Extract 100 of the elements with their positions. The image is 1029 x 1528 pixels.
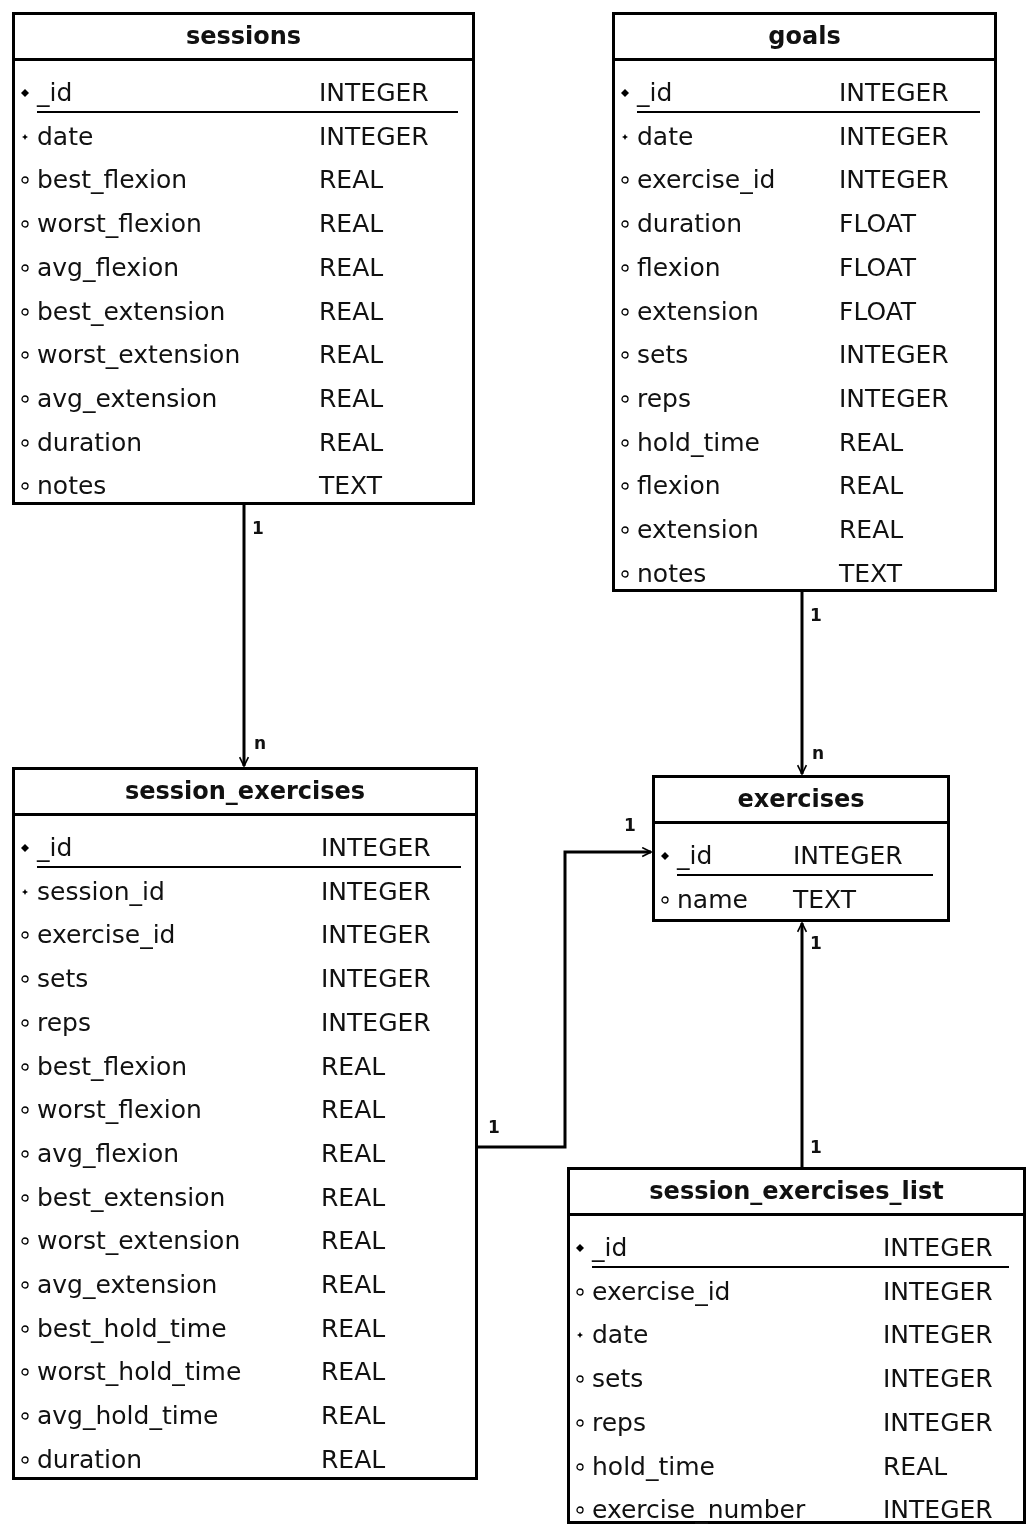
- column-type: INTEGER: [321, 919, 431, 952]
- column-name: worst_extension: [37, 339, 241, 372]
- column-name: date: [637, 120, 694, 153]
- column-type: REAL: [321, 1181, 386, 1214]
- column-name: _id: [677, 840, 713, 872]
- column-name: date: [592, 1319, 649, 1352]
- table-name: session_exercises: [123, 776, 367, 807]
- column-type: INTEGER: [839, 77, 949, 109]
- column-name: avg_extension: [37, 382, 218, 415]
- relationship-arrow: [796, 592, 808, 775]
- multiplicity-label: 1: [624, 815, 636, 835]
- column-type: INTEGER: [839, 164, 949, 197]
- column-name: worst_flexion: [37, 208, 202, 241]
- column-name: session_id: [37, 875, 165, 908]
- relationship-arrow: [478, 846, 652, 1149]
- column-type: REAL: [321, 1225, 386, 1258]
- column-name: date: [37, 120, 94, 153]
- column-name: sets: [637, 339, 689, 372]
- column-type: INTEGER: [839, 382, 949, 415]
- column-type: INTEGER: [883, 1406, 993, 1439]
- column-name: sets: [37, 963, 89, 996]
- column-name: avg_flexion: [37, 1137, 180, 1170]
- column-type: REAL: [319, 208, 384, 241]
- column-name: reps: [637, 382, 691, 415]
- column-type: REAL: [839, 470, 904, 503]
- column-type: INTEGER: [883, 1232, 993, 1264]
- multiplicity-label: 1: [810, 605, 822, 625]
- column-type: REAL: [321, 1312, 386, 1345]
- column-name: best_flexion: [37, 1050, 188, 1083]
- column-type: INTEGER: [883, 1319, 993, 1352]
- column-type: INTEGER: [321, 875, 431, 908]
- column-type: TEXT: [793, 883, 857, 916]
- multiplicity-label: 1: [810, 933, 822, 953]
- entity-table: [612, 12, 997, 592]
- column-type: FLOAT: [839, 251, 917, 284]
- relationship-arrow: [238, 505, 250, 767]
- column-name: best_flexion: [37, 164, 188, 197]
- table-name: goals: [767, 21, 842, 52]
- column-type: REAL: [319, 164, 384, 197]
- column-type: REAL: [839, 514, 904, 546]
- table-name: session_exercises_list: [648, 1176, 945, 1207]
- column-name: flexion: [637, 470, 721, 503]
- column-name: best_extension: [37, 295, 226, 328]
- column-name: _id: [37, 77, 73, 109]
- column-type: REAL: [321, 1443, 386, 1476]
- column-name: exercise_id: [592, 1275, 731, 1308]
- entity-table: [652, 775, 950, 922]
- column-name: avg_extension: [37, 1269, 218, 1301]
- multiplicity-label: n: [812, 743, 825, 763]
- column-name: avg_hold_time: [37, 1400, 219, 1433]
- column-type: REAL: [883, 1450, 948, 1483]
- column-name: worst_extension: [37, 1225, 241, 1258]
- column-name: worst_flexion: [37, 1094, 202, 1127]
- column-type: INTEGER: [883, 1494, 993, 1527]
- column-type: REAL: [321, 1094, 386, 1127]
- column-name: _id: [592, 1232, 628, 1264]
- column-name: duration: [37, 426, 143, 459]
- column-name: exercise_id: [37, 919, 176, 952]
- column-name: sets: [592, 1363, 644, 1396]
- multiplicity-label: n: [254, 733, 267, 753]
- column-type: FLOAT: [839, 295, 917, 328]
- entity-table: [12, 767, 478, 1480]
- column-type: REAL: [321, 1356, 386, 1389]
- column-type: REAL: [321, 1269, 386, 1301]
- column-type: INTEGER: [319, 77, 429, 109]
- table-name: sessions: [184, 21, 303, 52]
- column-name: _id: [37, 832, 73, 864]
- column-type: INTEGER: [839, 339, 949, 372]
- column-name: reps: [37, 1006, 91, 1039]
- column-name: name: [677, 883, 748, 916]
- multiplicity-label: 1: [810, 1137, 822, 1157]
- entity-table: [12, 12, 475, 505]
- column-type: INTEGER: [793, 840, 903, 872]
- column-name: reps: [592, 1406, 646, 1439]
- column-type: INTEGER: [839, 120, 949, 153]
- relationship-arrow: [796, 922, 808, 1167]
- column-type: INTEGER: [321, 963, 431, 996]
- column-type: FLOAT: [839, 208, 917, 241]
- column-name: exercise_number: [592, 1494, 806, 1527]
- column-name: notes: [637, 557, 707, 590]
- column-type: REAL: [319, 251, 384, 284]
- column-type: INTEGER: [883, 1363, 993, 1396]
- column-type: INTEGER: [883, 1275, 993, 1308]
- column-type: REAL: [839, 426, 904, 459]
- entity-table: [567, 1167, 1026, 1524]
- multiplicity-label: 1: [488, 1117, 500, 1137]
- column-name: extension: [637, 514, 759, 546]
- column-name: _id: [637, 77, 673, 109]
- column-type: INTEGER: [319, 120, 429, 153]
- column-name: notes: [37, 470, 107, 503]
- column-name: hold_time: [592, 1450, 715, 1483]
- column-type: REAL: [319, 339, 384, 372]
- column-name: duration: [37, 1443, 143, 1476]
- column-name: exercise_id: [637, 164, 776, 197]
- column-name: duration: [637, 208, 743, 241]
- column-name: best_extension: [37, 1181, 226, 1214]
- column-type: REAL: [321, 1400, 386, 1433]
- table-name: exercises: [736, 784, 866, 815]
- column-type: REAL: [319, 382, 384, 415]
- column-name: flexion: [637, 251, 721, 284]
